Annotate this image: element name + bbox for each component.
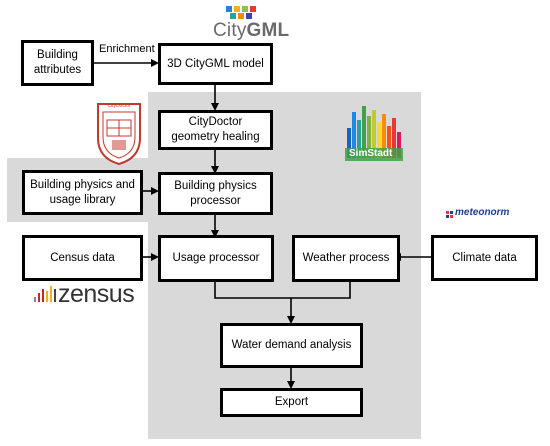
citygml-logo-city: City — [213, 20, 247, 41]
simstadt-logo-icon — [345, 106, 403, 161]
citygml-logo: CityGML — [213, 20, 289, 42]
zensus-logo-icon — [34, 286, 56, 302]
line-usage-to-water — [214, 280, 291, 299]
arrowhead — [211, 166, 219, 174]
citygml-model-box: 3D CityGML model — [158, 43, 273, 85]
connectors — [92, 62, 431, 383]
arrowhead — [287, 316, 295, 324]
export-box: Export — [220, 388, 363, 417]
enrichment-label: Enrichment — [99, 43, 155, 55]
zensus-logo-text: zensus — [58, 280, 135, 308]
geometry-healing-box: CityDoctor geometry healing — [158, 110, 273, 150]
citydoctor-seal-icon — [97, 103, 141, 166]
arrowhead — [151, 187, 159, 195]
weather-process-box: Weather process — [292, 235, 400, 282]
arrowhead — [287, 381, 295, 389]
simstadt-logo-text: SimStadt — [349, 148, 393, 159]
arrowhead — [211, 230, 219, 238]
arrowhead — [151, 59, 159, 67]
arrowhead — [151, 253, 159, 261]
citydoctor-seal-text: CityDoctor — [107, 103, 131, 109]
citygml-logo-gml: GML — [246, 20, 290, 41]
meteonorm-logo-text: meteonorm — [455, 207, 510, 218]
climate-data-box: Climate data — [431, 235, 538, 281]
usage-processor-box: Usage processor — [158, 235, 274, 282]
line-weather-to-water — [291, 280, 351, 299]
arrowhead — [211, 103, 219, 111]
physics-processor-box: Building physics processor — [158, 172, 273, 215]
census-data-box: Census data — [22, 235, 143, 281]
water-demand-box: Water demand analysis — [220, 323, 363, 368]
building-attributes-box: Building attributes — [21, 40, 94, 86]
meteonorm-logo-icon — [446, 211, 453, 218]
citygml-logo-icon — [226, 6, 256, 19]
physics-library-box: Building physics and usage library — [22, 170, 143, 215]
